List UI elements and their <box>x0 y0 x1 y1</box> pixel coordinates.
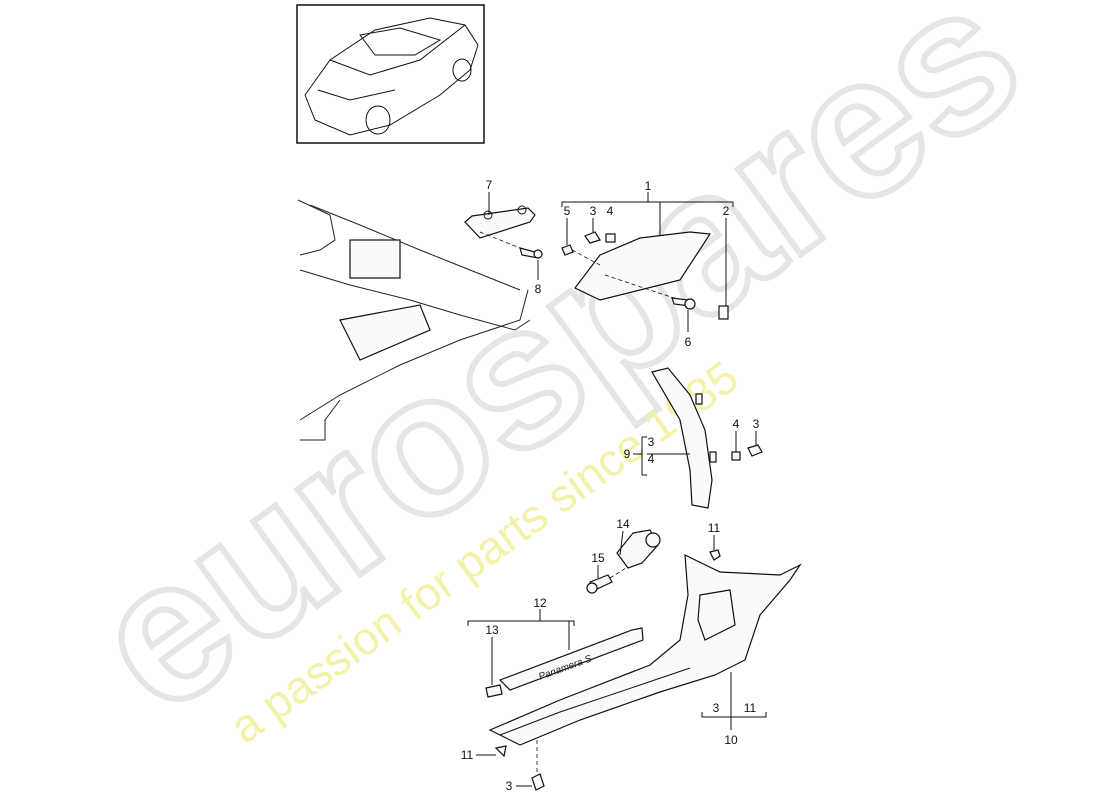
callout-1: 1 <box>645 179 652 193</box>
callout-10-sub-11: 11 <box>744 701 757 715</box>
callout-3-b: 3 <box>753 417 760 431</box>
vehicle-thumbnail <box>296 4 485 144</box>
leader-lines <box>467 192 767 787</box>
callout-10: 10 <box>724 733 738 747</box>
callout-13: 13 <box>485 623 499 637</box>
part-11-clip-a <box>709 549 721 561</box>
part-9-pillar-trim <box>651 367 717 509</box>
callout-9-sub-3: 3 <box>648 435 655 449</box>
part-6-screw <box>671 297 696 310</box>
callout-7: 7 <box>486 178 493 192</box>
part-7-bracket <box>464 205 536 251</box>
watermark: eurospares a passion for parts since 198… <box>51 0 1060 758</box>
part-1-pillar-trim <box>571 231 712 301</box>
callouts: 7 8 1 5 3 4 2 6 9 3 4 4 3 14 11 15 12 13… <box>461 178 760 793</box>
part-3-clip-b <box>747 444 763 457</box>
part-5-clip <box>561 244 574 256</box>
callout-9: 9 <box>624 447 631 461</box>
callout-14: 14 <box>616 517 630 531</box>
part-3-clip-c <box>531 773 545 791</box>
part-4-pad-b <box>731 451 741 461</box>
part-8-screw <box>519 247 543 259</box>
callout-12: 12 <box>533 596 547 610</box>
callout-11-b: 11 <box>461 748 474 762</box>
part-15-screw <box>586 567 627 594</box>
part-10-sill-trim <box>488 554 802 746</box>
callout-3: 3 <box>590 204 597 218</box>
callout-3-c: 3 <box>506 779 513 793</box>
callout-4-b: 4 <box>733 417 740 431</box>
part-3-clip <box>584 231 601 244</box>
headliner-outline <box>297 199 531 441</box>
callout-5: 5 <box>564 204 571 218</box>
callout-11-a: 11 <box>708 521 721 535</box>
part-4-pad <box>605 233 616 243</box>
callout-8: 8 <box>535 282 542 296</box>
callout-10-sub-3: 3 <box>713 701 720 715</box>
part-11-clip-b <box>494 745 507 758</box>
part-2-pad <box>718 305 729 320</box>
part-14-grab-handle <box>616 529 661 569</box>
callout-2: 2 <box>723 204 730 218</box>
callout-9-sub-4: 4 <box>648 452 655 466</box>
callout-4: 4 <box>607 204 614 218</box>
watermark-brand: eurospares <box>54 0 1057 755</box>
callout-15: 15 <box>591 551 605 565</box>
callout-6: 6 <box>685 335 692 349</box>
